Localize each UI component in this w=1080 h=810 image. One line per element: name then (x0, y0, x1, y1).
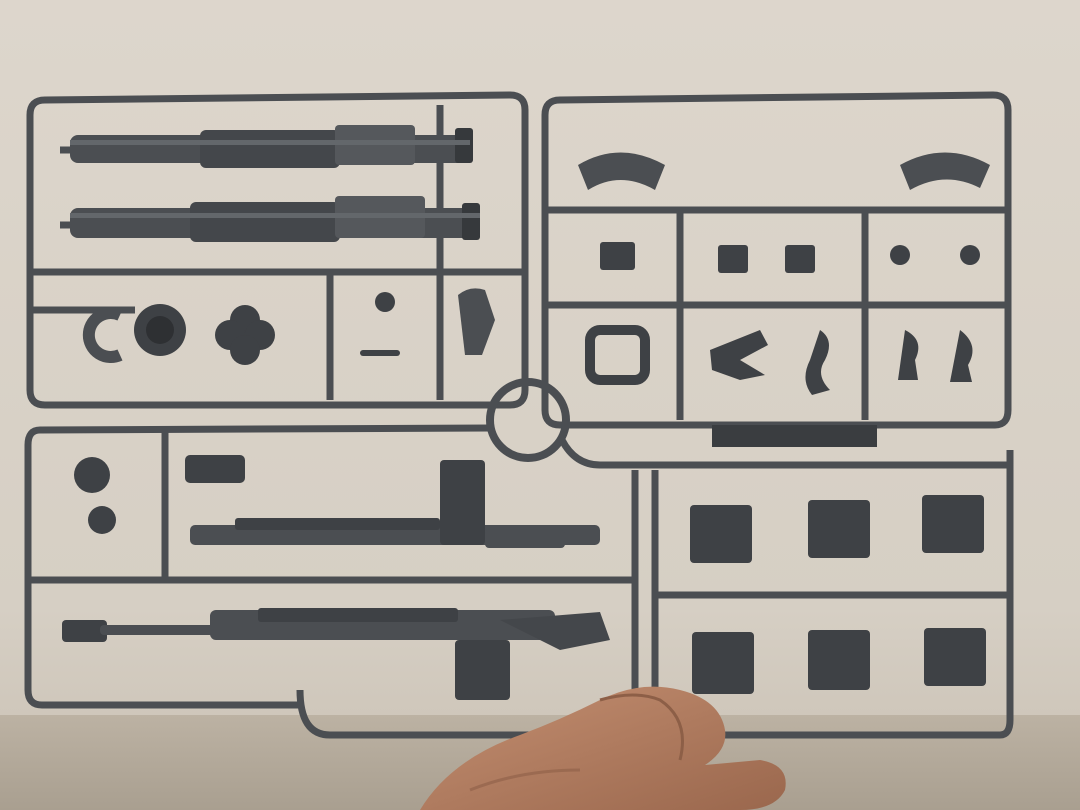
rifle-lower (62, 608, 610, 700)
central-ring (486, 378, 570, 462)
wall (0, 0, 1080, 715)
missile-tube-upper (70, 125, 473, 168)
right-runner-frame (541, 91, 1012, 429)
magazine-parts (690, 495, 986, 694)
lower-left-small-parts (74, 455, 245, 534)
left-small-parts (82, 288, 495, 365)
hand (420, 686, 786, 810)
missile-tube-lower (70, 196, 480, 242)
rifle-upper (190, 460, 600, 548)
right-small-parts (578, 152, 990, 447)
